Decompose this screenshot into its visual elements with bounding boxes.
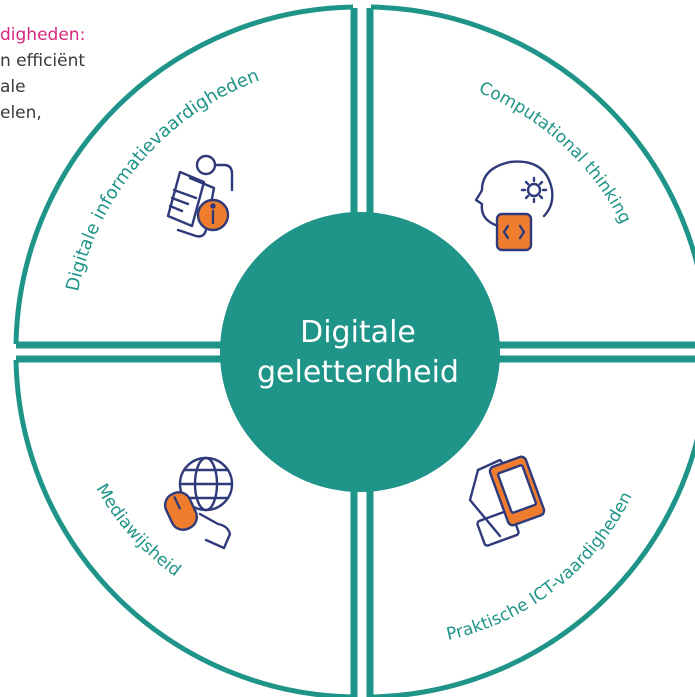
background-text-line-1: digheden: [0,25,86,45]
background-text-line-3: ale [0,77,26,97]
center-title-line-2: geletterdheid [257,355,459,390]
background-text-line-2: n efficiënt [0,51,86,71]
background-text-line-4: elen, [0,103,42,123]
devices-icon [468,455,546,547]
center-circle [220,212,500,492]
head-gear-code-icon [474,160,554,252]
information-document-icon [166,154,234,238]
globe-mouse-hand-icon [163,456,234,550]
background-text: digheden: n efficiënt ale elen, [0,22,140,126]
center-title-line-1: Digitale [300,315,416,350]
